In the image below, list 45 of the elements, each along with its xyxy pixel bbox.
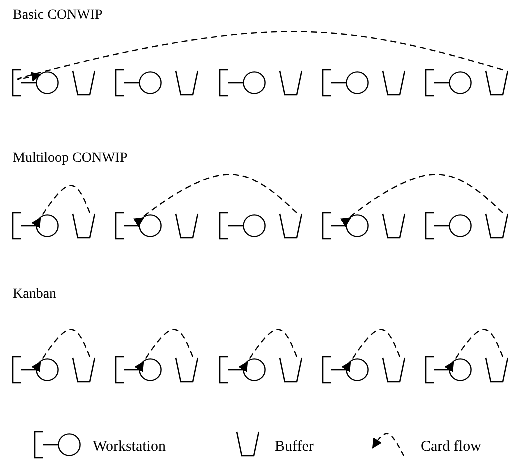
workstation-symbol (220, 70, 266, 96)
buffer-symbol (382, 214, 406, 238)
workstation-symbol (116, 213, 162, 239)
card-flow-arrow (32, 329, 91, 372)
buffer-symbol (382, 71, 406, 95)
card-flow-arrow (32, 185, 91, 228)
workstation-symbol (220, 357, 266, 383)
workstation-symbol (426, 70, 472, 96)
workstation-symbol (13, 213, 59, 239)
card-flow-arrow (238, 329, 298, 372)
buffer-symbol (279, 358, 303, 382)
workstation-symbol (323, 70, 369, 96)
buffer-symbol (485, 71, 508, 95)
buffer-symbol (382, 358, 406, 382)
buffer-symbol (72, 214, 96, 238)
card-flow-arrow (342, 329, 401, 372)
card-flow-arrow (340, 174, 504, 228)
workstation-symbol (13, 70, 59, 96)
buffer-symbol (279, 214, 303, 238)
buffer-symbol (485, 214, 508, 238)
buffer-symbol (485, 358, 508, 382)
card-flow-arrow (134, 329, 194, 372)
buffer-symbol (72, 358, 96, 382)
buffer-symbol (175, 358, 199, 382)
workstation-symbol (426, 213, 472, 239)
buffer-symbol (279, 71, 303, 95)
row-title: Kanban (13, 287, 57, 303)
workstation-symbol (323, 357, 369, 383)
card-flow-arrow (18, 31, 504, 82)
legend-text: Workstation (93, 438, 166, 456)
workstation-symbol (220, 213, 266, 239)
buffer-symbol (175, 71, 199, 95)
card-flow-arrow (444, 329, 504, 372)
buffer-symbol (175, 214, 199, 238)
workstation-symbol (426, 357, 472, 383)
workstation-symbol (116, 70, 162, 96)
workstation-symbol (13, 357, 59, 383)
card-flow-arrow (133, 174, 298, 228)
buffer-symbol (72, 71, 96, 95)
row-title: Multiloop CONWIP (13, 151, 128, 167)
legend-text: Card flow (421, 438, 482, 456)
legend-text: Buffer (275, 438, 314, 456)
workstation-symbol (116, 357, 162, 383)
workstation-symbol (323, 213, 369, 239)
row-title: Basic CONWIP (13, 8, 103, 24)
